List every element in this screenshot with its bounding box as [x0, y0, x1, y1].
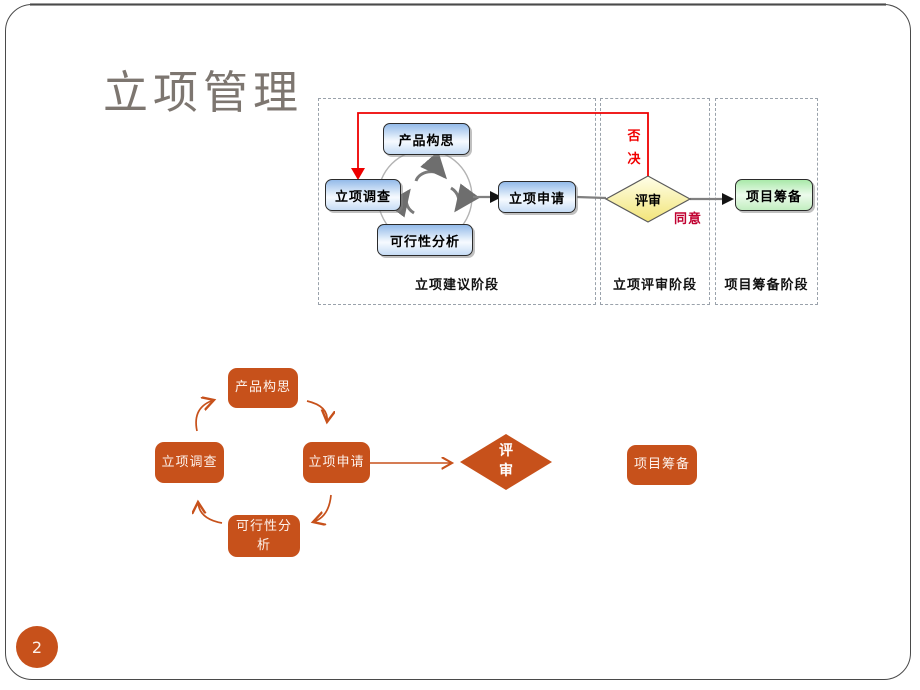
node-project-application: 立项申请 [498, 181, 576, 213]
arc-idea-to-application [306, 400, 327, 422]
page-number: 2 [31, 637, 43, 657]
node-project-survey: 立项调查 [155, 442, 224, 483]
cycle-arrow-right-icon [450, 183, 480, 213]
page-title: 立项管理 [103, 66, 304, 119]
node-product-idea: 产品构思 [228, 368, 298, 408]
arc-application-to-feasibility [313, 494, 332, 522]
cycle-arrow-top-icon [414, 151, 447, 182]
node-product-idea: 产品构思 [383, 123, 470, 155]
page-number-badge: 2 [16, 626, 58, 668]
phase-flow-diagram: 立项建议阶段 立项评审阶段 项目筹备阶段 [318, 98, 818, 306]
slide-top-rule [30, 3, 886, 6]
arrowhead-to-preparation [722, 193, 734, 205]
cycle-arrow-left-icon [385, 188, 415, 218]
node-project-preparation: 项目筹备 [627, 445, 697, 485]
node-project-survey: 立项调查 [325, 179, 401, 211]
reject-feedback-line [357, 112, 649, 176]
review-diamond [604, 175, 692, 223]
reject-edge-label: 否决 [627, 129, 641, 167]
connector-application-to-review [576, 195, 607, 200]
stage-preparation-label: 项目筹备阶段 [724, 278, 809, 293]
review-diamond [460, 434, 552, 490]
reject-arrowhead [351, 168, 365, 180]
cycle-flow-connectors [140, 360, 552, 580]
node-project-preparation: 项目筹备 [735, 179, 813, 211]
stage-review-label: 立项评审阶段 [612, 278, 697, 293]
node-feasibility-analysis: 可行性分析 [377, 224, 473, 256]
arc-survey-to-idea [195, 400, 214, 432]
stage-proposal-label: 立项建议阶段 [414, 278, 499, 293]
node-project-application: 立项申请 [303, 442, 370, 483]
node-feasibility-analysis: 可行性分析 [228, 515, 300, 557]
arrowhead-to-application [490, 191, 502, 203]
arc-feasibility-to-survey [198, 502, 223, 524]
review-diamond-label: 评审 [499, 443, 513, 479]
review-diamond-label: 评审 [634, 194, 661, 209]
approve-edge-label: 同意 [674, 212, 703, 227]
cycle-flow-diagram: 产品构思 立项调查 立项申请 可行性分析 项目筹备 评审 [140, 360, 720, 580]
